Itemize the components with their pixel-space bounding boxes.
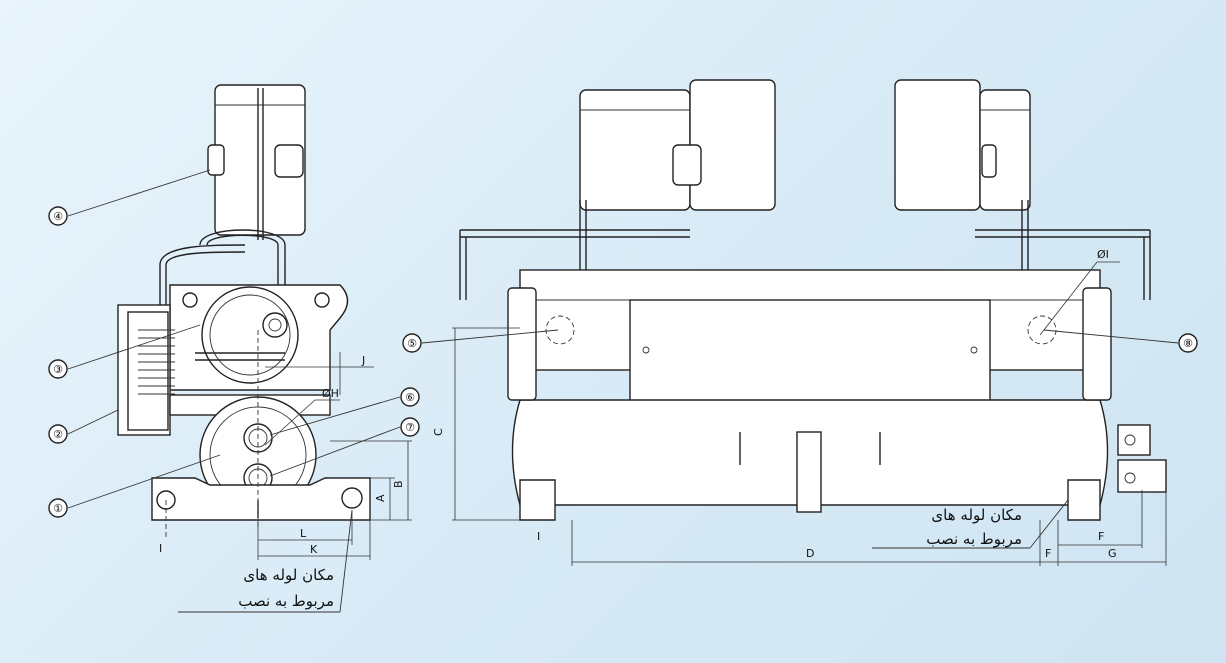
dim-label-I-side: I bbox=[159, 542, 162, 555]
front-compressor-right-a bbox=[894, 79, 981, 211]
callout-2-side: ② bbox=[53, 428, 63, 441]
dim-label-G: G bbox=[1108, 547, 1117, 560]
dim-label-D: D bbox=[806, 547, 814, 560]
front-compressor-right-b bbox=[979, 89, 1031, 211]
front-view: C I D F F G ØI ⑤ ⑧ مکان لوله های مربوط ب… bbox=[402, 79, 1198, 566]
front-note-line1: مکان لوله های bbox=[931, 506, 1022, 524]
dim-label-J: J bbox=[361, 354, 365, 367]
callout-8-front: ⑧ bbox=[1183, 337, 1193, 350]
callout-4-side: ④ bbox=[53, 210, 63, 223]
side-note-line2: مربوط به نصب bbox=[238, 592, 334, 610]
front-note-line2: مربوط به نصب bbox=[926, 530, 1022, 548]
dim-label-phiI: ØI bbox=[1097, 248, 1109, 261]
dim-label-I-front: I bbox=[537, 530, 540, 543]
dim-label-phiH: ØH bbox=[322, 387, 339, 400]
dim-label-F: F bbox=[1098, 530, 1104, 543]
side-view: J ØH A B L K I ④ bbox=[48, 84, 420, 613]
callout-3-side: ③ bbox=[53, 363, 63, 376]
dim-label-B: B bbox=[392, 480, 405, 488]
dim-label-F-small: F bbox=[1045, 547, 1051, 560]
callout-7-side: ⑦ bbox=[405, 421, 415, 434]
callout-5-front: ⑤ bbox=[407, 337, 417, 350]
dim-label-C: C bbox=[432, 428, 445, 436]
side-base bbox=[151, 477, 371, 521]
side-note-line1: مکان لوله های bbox=[243, 566, 334, 584]
callout-1-side: ① bbox=[53, 502, 63, 515]
callout-6-side: ⑥ bbox=[405, 391, 415, 404]
dim-label-A: A bbox=[374, 494, 387, 502]
front-compressor-left-b bbox=[689, 79, 776, 211]
side-upper-flange bbox=[201, 286, 299, 384]
dim-label-L: L bbox=[300, 527, 307, 540]
dim-label-K: K bbox=[310, 543, 318, 556]
